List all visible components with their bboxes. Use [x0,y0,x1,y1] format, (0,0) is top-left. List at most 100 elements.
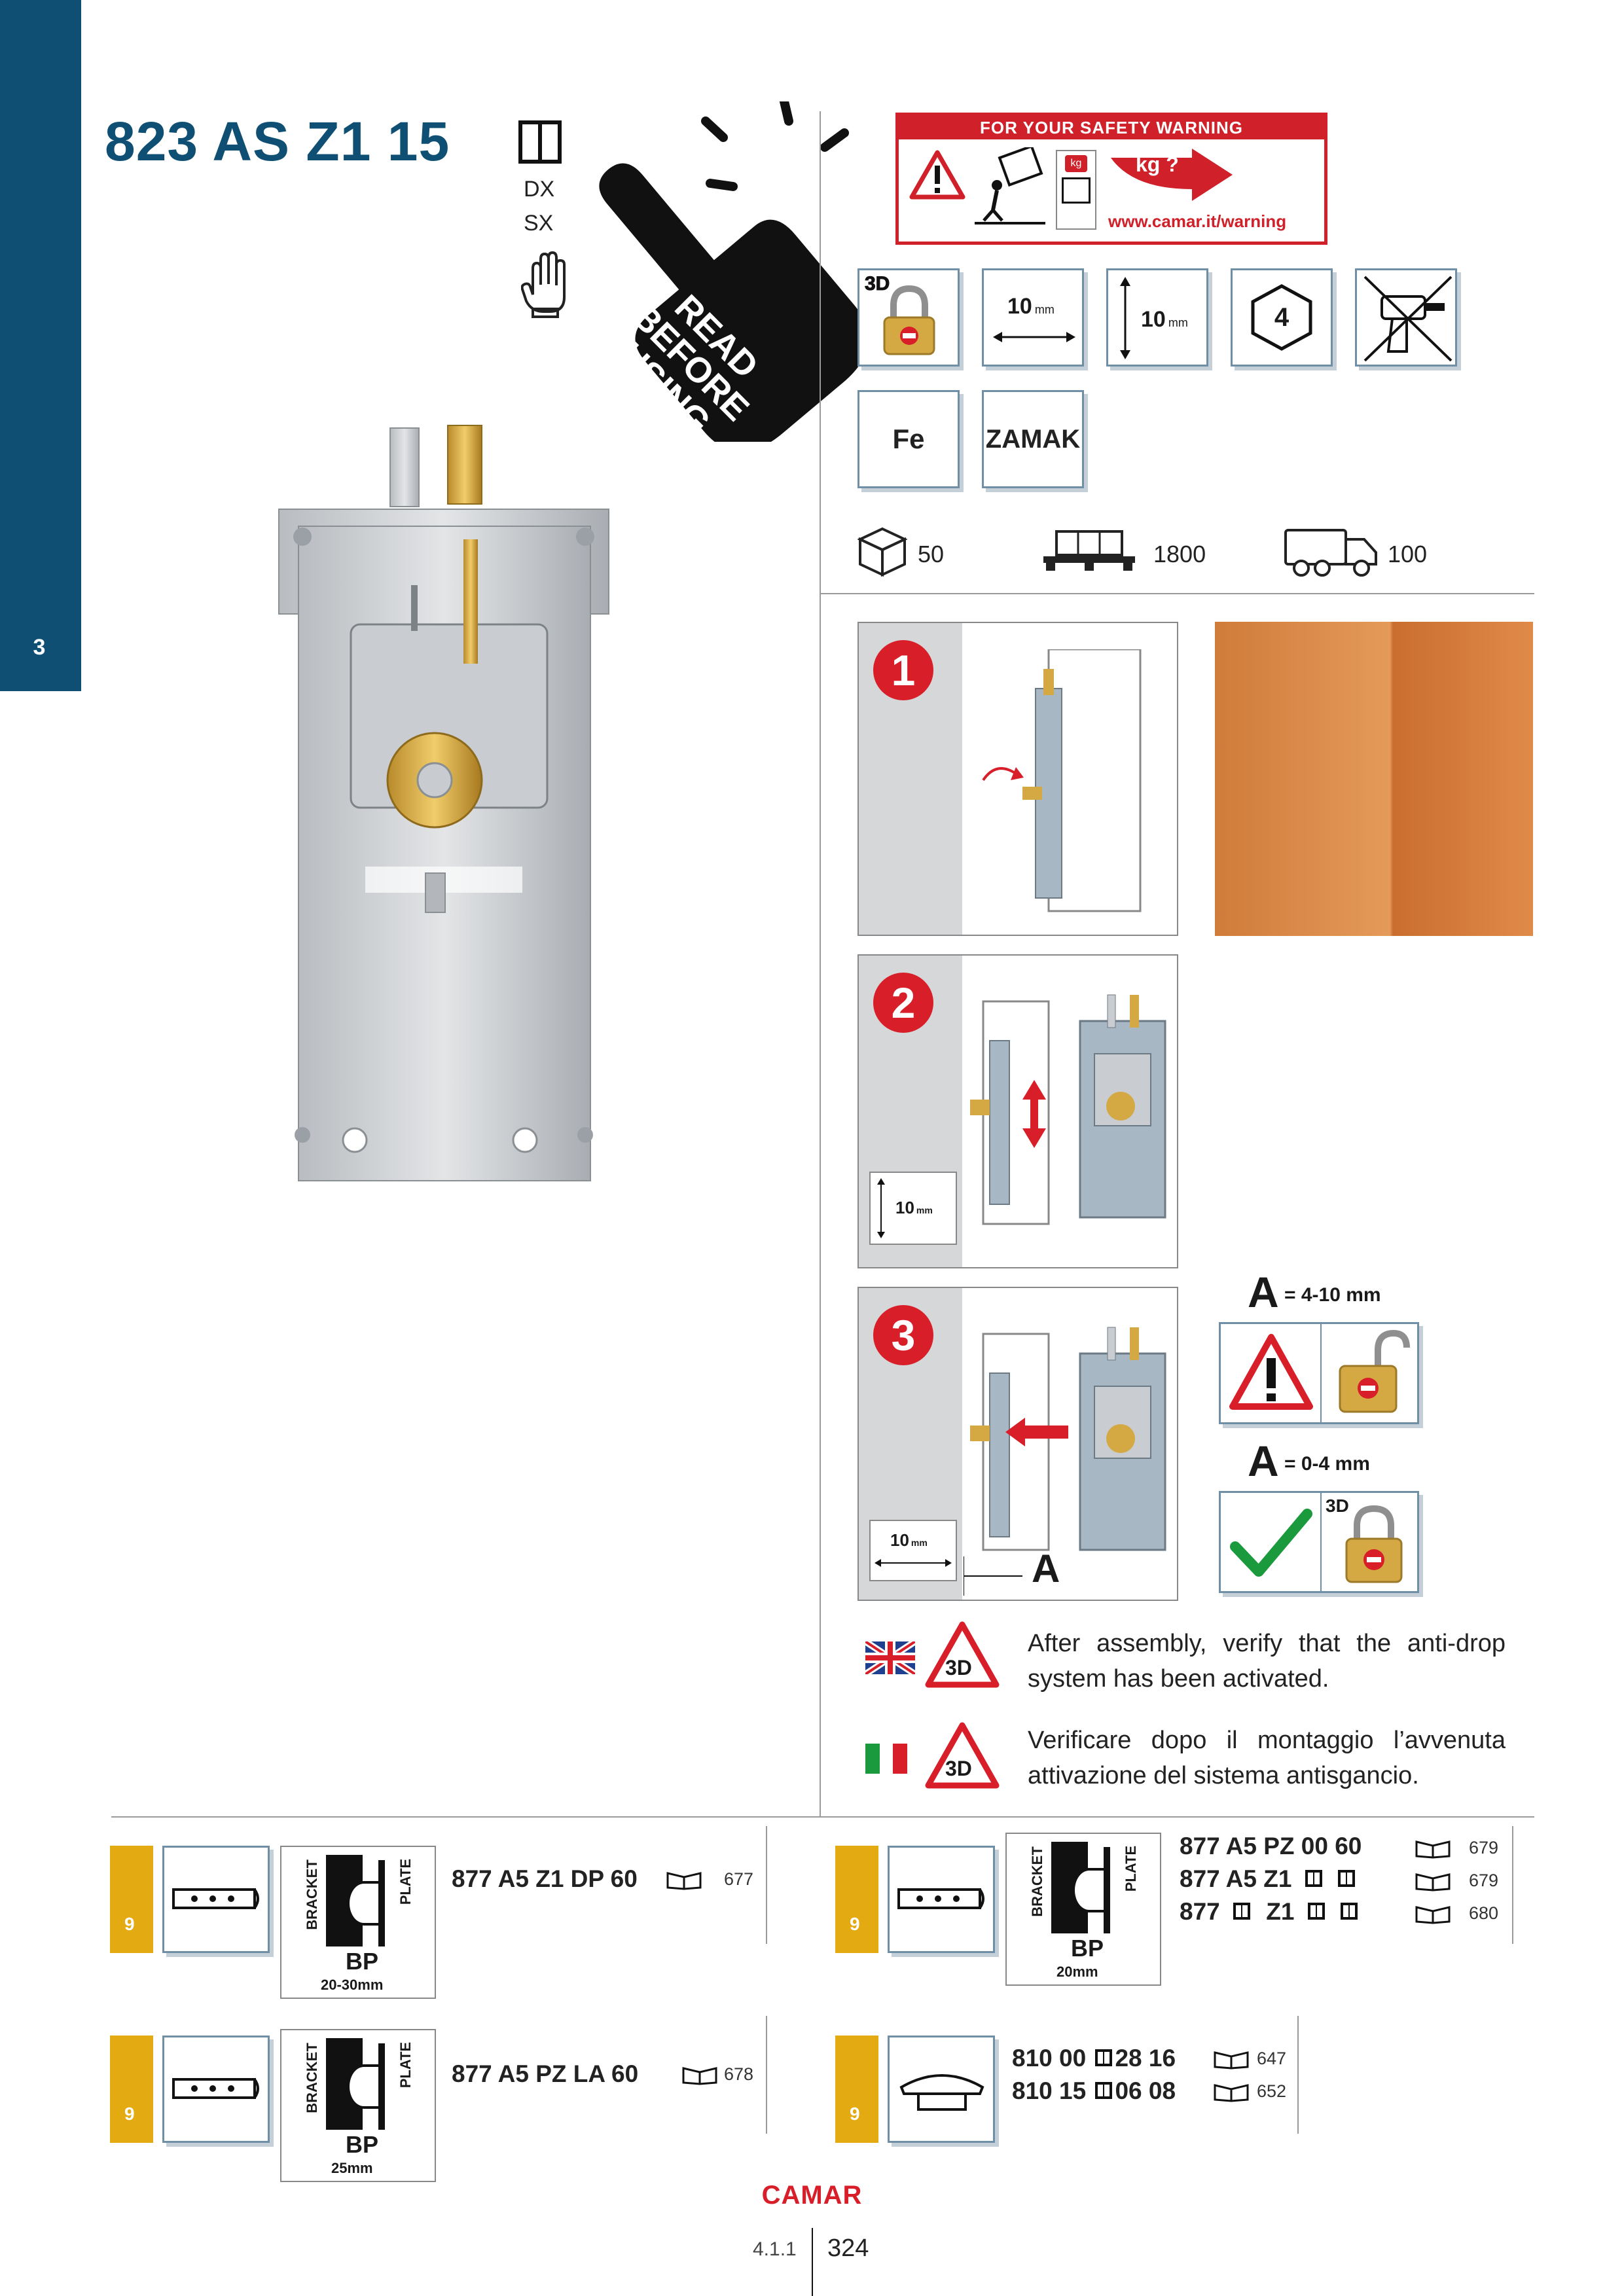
lock-3d-spec-box: 3D [857,268,960,367]
kg-question-label: kg ? [1136,152,1179,176]
left-right-version-icon [1095,2049,1113,2066]
warning-url-link[interactable]: www.camar.it/warning [1108,211,1287,231]
product-code-link[interactable]: 877 A5 PZ 00 60 [1180,1833,1362,1859]
truck-icon [1284,529,1377,577]
product-code-link[interactable]: 810 15 06 08 [1012,2077,1176,2104]
catalog-page-ref[interactable]: 679 [1469,1838,1499,1857]
kg-weight-icon: kg [1065,155,1087,172]
truck-quantity: 100 [1388,541,1428,567]
red-arrow-icon [1111,149,1233,201]
plate-label: PLATE [1123,1845,1139,1892]
chapter-sidebar [0,0,81,691]
no-power-tool-box [1355,268,1457,367]
badge-3d: 3D [1326,1496,1349,1516]
tolerance-warning-letter: A [1248,1268,1279,1316]
bracket-plate-diagram: BRACKET PLATE BP 25mm [280,2029,436,2182]
tolerance-ok-letter: A [1248,1437,1279,1485]
catalog-page-ref[interactable]: 677 [724,1869,754,1889]
falling-cabinet-icon [975,147,1045,224]
cap-thumbnail[interactable] [888,2036,995,2143]
tolerance-warning-box [1219,1322,1419,1424]
no-drill-icon [1363,276,1453,362]
page-number: 324 [827,2234,869,2262]
left-right-version-icon [1095,2082,1113,2099]
safety-warning-banner[interactable]: FOR YOUR SAFETY WARNING kg kg ? www.cama… [895,113,1327,245]
section-number: 4.1.1 [753,2238,797,2260]
rail-icon [172,1888,259,1909]
catalog-page-ref[interactable]: 679 [1469,1871,1499,1890]
warning-triangle-icon [1229,1334,1313,1410]
vertical-divider [820,111,821,1816]
catalog-page-ref[interactable]: 678 [724,2064,754,2084]
rail-thumbnail[interactable] [162,1846,270,1953]
hand-glove-icon [521,251,566,318]
bp-label: BP [346,1948,379,1975]
plate-label: PLATE [397,2041,414,2089]
note-italian: Verificare dopo il montaggio l’avvenuta … [1028,1727,1506,1789]
product-code-link[interactable]: 877 A5 PZ LA 60 [452,2060,639,2087]
read-before-using-hand-icon [599,101,869,442]
italy-flag-icon [865,1744,907,1774]
note-english: After assembly, verify that the anti-dro… [1028,1630,1506,1693]
tolerance-ok-range: = 0-4 mm [1284,1453,1370,1475]
weight-panel: kg [1056,150,1096,230]
bp-range: 20mm [1056,1964,1098,1980]
step-1-panel: 1 [857,622,1178,936]
catalog-book-icon [682,2067,717,2085]
accessories-divider [111,1816,1534,1818]
box-icon [857,527,907,577]
catalog-book-icon [1415,1840,1451,1859]
product-code-link[interactable]: 877 A5 Z1 DP 60 [452,1865,638,1892]
horizontal-arrow-icon [993,332,1075,342]
category-tab: 9 [110,1846,153,1953]
step-2-number: 2 [873,973,933,1033]
hinge-product-photo [278,425,609,1181]
left-right-version-icon [1337,1870,1355,1887]
bp-range: 25mm [331,2160,373,2176]
bracket-plate-diagram: BRACKET PLATE BP 20-30mm [280,1846,436,1999]
catalog-book-icon [1415,1873,1451,1892]
padlock-icon [1345,1505,1403,1583]
category-tab: 9 [110,2036,153,2143]
plate-label: PLATE [397,1858,414,1905]
pallet-icon [1043,530,1135,571]
bracket-label: BRACKET [304,2043,320,2113]
catalog-page-ref[interactable]: 652 [1257,2081,1287,2101]
catalog-page-ref[interactable]: 680 [1469,1903,1499,1923]
rail-icon [897,1888,984,1909]
left-right-version-icon [1233,1903,1251,1920]
product-code-link[interactable]: 877 A5 Z1 [1180,1865,1355,1893]
product-title: 823 AS Z1 15 [105,111,450,172]
tolerance-warning-range: = 4-10 mm [1284,1284,1381,1306]
bracket-plate-diagram: BRACKET PLATE BP 20mm [1005,1833,1161,1986]
left-right-version-icon [518,120,562,164]
category-tab: 9 [835,2036,878,2143]
material-zamak: ZAMAK [985,424,1081,454]
cover-cap-icon [899,2074,984,2111]
vertical-arrow-icon [1120,277,1130,359]
rail-thumbnail[interactable] [888,1846,995,1953]
uk-flag-icon [865,1641,915,1674]
product-code-link[interactable]: 810 00 28 16 [1012,2045,1176,2072]
catalog-book-icon [1415,1906,1451,1924]
material-fe-box: Fe [857,390,960,488]
anti-drop-3d-warning-icon [925,1722,1000,1789]
step-1-number: 1 [873,640,933,700]
rail-thumbnail[interactable] [162,2036,270,2143]
catalog-page-ref[interactable]: 647 [1257,2049,1287,2068]
catalog-book-icon [1214,2051,1249,2070]
product-code-link[interactable]: 877 Z1 [1180,1898,1358,1926]
safety-warning-heading: FOR YOUR SAFETY WARNING [899,116,1324,139]
catalog-book-icon [666,1872,702,1890]
bp-label: BP [1071,1935,1104,1962]
bracket-label: BRACKET [304,1859,320,1930]
anti-drop-3d-warning-icon [925,1621,1000,1688]
